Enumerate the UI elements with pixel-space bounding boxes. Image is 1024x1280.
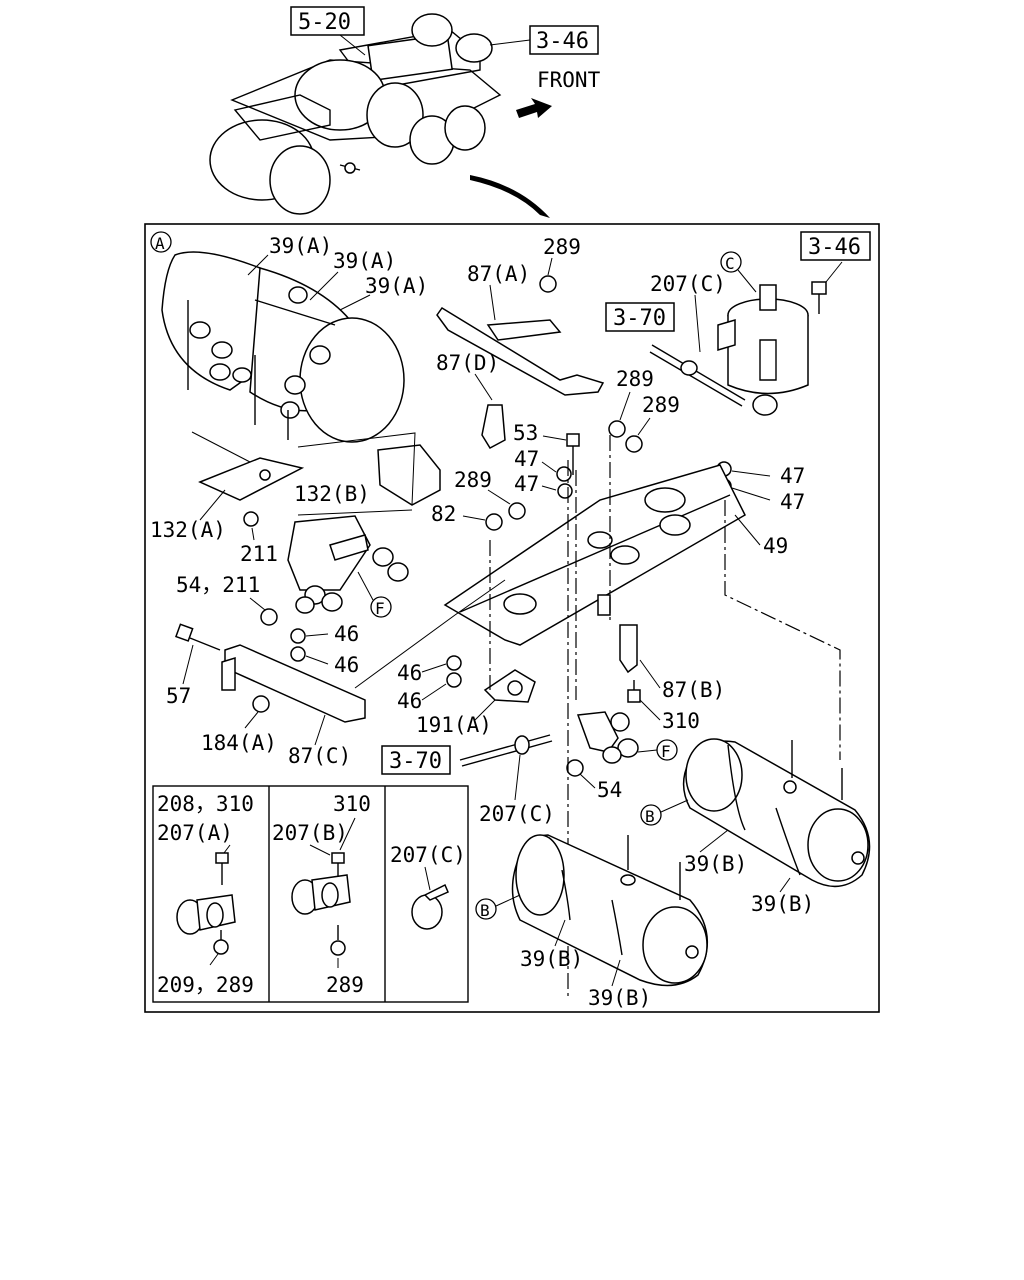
callout-46-4[interactable]: 46: [397, 689, 422, 713]
callout-39b-1[interactable]: 39(B): [684, 852, 747, 876]
callout-191a[interactable]: 191(A): [416, 713, 492, 737]
callout-87b[interactable]: 87(B): [662, 678, 725, 702]
callout-132b[interactable]: 132(B): [294, 482, 370, 506]
front-arrow-icon: [516, 98, 552, 118]
callout-47-r2[interactable]: 47: [780, 490, 805, 514]
callout-39b-4[interactable]: 39(B): [588, 986, 651, 1010]
callout-39a-3[interactable]: 39(A): [365, 274, 428, 298]
view-marker-b-right[interactable]: B: [640, 804, 662, 826]
callout-207c-top[interactable]: 207(C): [650, 272, 726, 296]
callout-47-l2[interactable]: 47: [514, 472, 539, 496]
svg-text:C: C: [725, 254, 735, 273]
ref-box-3-70-upper[interactable]: 3-70: [605, 302, 675, 332]
callout-39b-3[interactable]: 39(B): [520, 947, 583, 971]
callout-289-r1[interactable]: 289: [616, 367, 654, 391]
svg-text:5-20: 5-20: [298, 10, 351, 35]
callout-46-2[interactable]: 46: [334, 653, 359, 677]
main-panel-border: [144, 223, 880, 1013]
tank-group-upper-left: [161, 251, 405, 443]
callout-82[interactable]: 82: [431, 502, 456, 526]
inset-panel: [152, 785, 469, 1003]
inset3-part-label[interactable]: 207(C): [390, 843, 466, 867]
svg-text:3-70: 3-70: [389, 749, 442, 774]
svg-text:3-46: 3-46: [808, 235, 861, 260]
callout-39b-2[interactable]: 39(B): [751, 892, 814, 916]
svg-text:F: F: [375, 599, 385, 618]
front-label: FRONT: [537, 68, 601, 92]
bracket-132b: [377, 444, 441, 506]
callout-87d[interactable]: 87(D): [436, 351, 499, 375]
tank-lower-right: [682, 738, 871, 888]
callout-49[interactable]: 49: [763, 534, 788, 558]
bracket-87a: [436, 306, 605, 396]
callout-47-l1[interactable]: 47: [514, 447, 539, 471]
valve-lower: [576, 711, 639, 764]
callout-54[interactable]: 54: [597, 778, 622, 802]
callout-39a-2[interactable]: 39(A): [333, 249, 396, 273]
svg-text:B: B: [480, 901, 490, 920]
svg-text:A: A: [155, 234, 165, 253]
callout-207c-mid[interactable]: 207(C): [479, 802, 555, 826]
inset-clamp-207b: 310 207(B) 289: [272, 792, 371, 997]
inset-clamp-207c: 207(C): [390, 843, 466, 930]
svg-text:3-70: 3-70: [613, 306, 666, 331]
callout-46-3[interactable]: 46: [397, 661, 422, 685]
ref-box-3-46-panel[interactable]: 3-46: [800, 231, 871, 261]
view-marker-f-upper[interactable]: F: [370, 596, 392, 618]
bracket-87c: [221, 644, 366, 723]
callout-211[interactable]: 211: [240, 542, 278, 566]
callout-132a[interactable]: 132(A): [150, 518, 226, 542]
inset2-part-label[interactable]: 207(B): [272, 821, 348, 845]
ref-box-5-20[interactable]: 5-20: [290, 6, 365, 36]
callout-87a[interactable]: 87(A): [467, 262, 530, 286]
plate-191a: [483, 669, 536, 703]
inset2-top-label[interactable]: 310: [333, 792, 371, 816]
inset1-part-label[interactable]: 207(A): [157, 821, 233, 845]
svg-text:F: F: [661, 742, 671, 761]
bracket-87d: [481, 404, 506, 449]
view-marker-a[interactable]: A: [150, 231, 172, 253]
callout-184a[interactable]: 184(A): [201, 731, 277, 755]
svg-text:3-46: 3-46: [536, 29, 589, 54]
view-marker-c[interactable]: C: [720, 251, 742, 273]
view-marker-f-lower[interactable]: F: [656, 739, 678, 761]
tank-lower-left: [511, 834, 709, 987]
svg-text:B: B: [645, 807, 655, 826]
callout-47-r1[interactable]: 47: [780, 464, 805, 488]
callout-39a-1[interactable]: 39(A): [269, 234, 332, 258]
inset1-top-label[interactable]: 208，310: [157, 792, 254, 816]
inset-clamp-207a: 208，310 207(A) 209，289: [157, 792, 254, 997]
inset1-bottom-label[interactable]: 209，289: [157, 973, 254, 997]
inset2-bottom-label[interactable]: 289: [326, 973, 364, 997]
callout-87c[interactable]: 87(C): [288, 744, 351, 768]
callout-289-r2[interactable]: 289: [642, 393, 680, 417]
air-dryer: [717, 284, 809, 416]
valve-block-upper: [287, 515, 409, 614]
bracket-132a: [198, 457, 305, 501]
callout-54-211[interactable]: 54，211: [176, 573, 260, 597]
callout-46-1[interactable]: 46: [334, 622, 359, 646]
callout-53[interactable]: 53: [513, 421, 538, 445]
callout-57[interactable]: 57: [166, 684, 191, 708]
bracket-87b: [619, 624, 638, 674]
callout-289-mid[interactable]: 289: [454, 468, 492, 492]
view-marker-b-left[interactable]: B: [475, 898, 497, 920]
overview-illustration: [209, 13, 550, 218]
callout-289-top[interactable]: 289: [543, 235, 581, 259]
ref-box-3-46-top[interactable]: 3-46: [529, 25, 599, 55]
ref-box-3-70-lower[interactable]: 3-70: [381, 745, 451, 775]
callout-310[interactable]: 310: [662, 709, 700, 733]
crossmember-49: [443, 464, 746, 646]
